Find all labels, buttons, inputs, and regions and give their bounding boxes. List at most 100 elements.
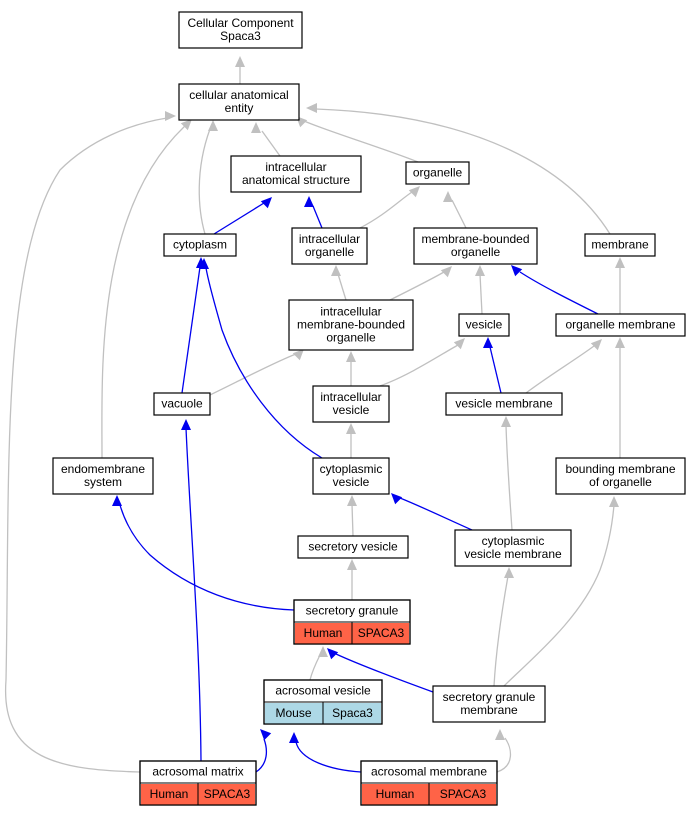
edge-cvm-vesmem	[501, 416, 513, 531]
node-bmo-box	[555, 457, 686, 495]
edge-acrmat-vacuole-arrowhead	[181, 419, 191, 430]
edge-iorg-organelle-line	[359, 191, 413, 229]
edge-endo-cae-line	[101, 124, 187, 459]
edge-organelle-cae	[296, 116, 419, 163]
edge-cytoplasm-cae	[198, 120, 218, 235]
graph-edges	[5, 56, 625, 773]
edge-cvm-vesmem-line	[505, 424, 513, 531]
node-vesmem-label-line: vesicle membrane	[455, 397, 553, 411]
species-cell	[295, 623, 352, 644]
gene-label: Spaca3	[332, 706, 373, 720]
edge-vesmem-vesicle-line	[489, 346, 502, 394]
gene-cell	[352, 623, 409, 644]
edge-cytoplasm-cae-arrowhead	[208, 120, 218, 131]
node-iorg-label-line: intracellular	[299, 232, 360, 246]
edge-sgm-bmo-line	[503, 504, 615, 687]
node-sgm-label-line: membrane	[460, 703, 518, 717]
node-cytves-label-line: cytoplasmic	[320, 462, 383, 476]
edge-endo-cae	[101, 119, 192, 459]
edge-ias-cae-arrowhead	[251, 122, 261, 133]
gene-cell	[198, 784, 255, 805]
node-membrane[interactable]: membrane	[584, 233, 656, 257]
edge-vesmem-orgmem-arrowhead	[590, 339, 602, 351]
edge-imbo-iorg-line	[337, 273, 347, 301]
edge-acrmem-sgm	[495, 729, 512, 773]
edge-vesmem-vesicle	[483, 337, 502, 394]
gene-label: SPACA3	[358, 626, 405, 640]
edge-vesicle-mbo-arrowhead	[475, 265, 485, 276]
node-organelle[interactable]: organelle	[405, 161, 470, 185]
edge-acrmem-sgm-line	[496, 737, 512, 773]
edge-imbo-mbo-arrowhead	[440, 266, 452, 278]
node-cytoplasm-label-line: cytoplasm	[173, 238, 227, 252]
edge-acrmat-vacuole	[181, 419, 202, 762]
edge-acrmat-cae-arrowhead	[165, 111, 176, 121]
edge-orgmem-mbo-arrowhead	[511, 265, 523, 277]
node-organelle-label-line: organelle	[413, 166, 463, 180]
edge-secves-cytves-line	[351, 503, 354, 537]
species-cell	[141, 784, 198, 805]
node-mbo-label-line: membrane-bounded	[421, 232, 529, 246]
edge-vacuole-imbo	[209, 349, 304, 396]
edge-iorg-organelle-arrowhead	[408, 186, 420, 198]
edge-acrves-secgran-line	[309, 654, 321, 681]
edge-acrves-secgran	[309, 646, 328, 681]
node-vacuole[interactable]: vacuole	[153, 392, 211, 416]
node-membrane-box	[584, 233, 656, 257]
edge-membrane-cae-arrowhead	[306, 103, 317, 113]
node-vesicle[interactable]: vesicle	[458, 313, 510, 337]
node-cytoplasm[interactable]: cytoplasm	[163, 233, 237, 257]
node-secves[interactable]: secretory vesicle	[297, 535, 409, 559]
edge-secgran-secves	[347, 559, 357, 600]
node-cvm-label-line: cytoplasmic	[482, 534, 545, 548]
edge-cytoplasm-cae-line	[198, 128, 211, 235]
node-endo-label-line: system	[84, 475, 122, 489]
edge-mbo-organelle	[443, 191, 467, 229]
edge-iorg-organelle	[359, 186, 420, 229]
node-cae-label-line: entity	[225, 101, 254, 115]
edge-secgran-endo-line	[119, 504, 295, 611]
node-root-label-line: Cellular Component	[187, 16, 294, 30]
edge-cytves-ivesicle	[346, 423, 356, 458]
node-sgm-label-line: secretory granule	[443, 690, 536, 704]
edge-cytves-ivesicle-arrowhead	[346, 423, 356, 434]
edge-cae-root	[235, 56, 245, 84]
edge-imbo-mbo-line	[389, 271, 445, 301]
node-orgmem[interactable]: organelle membrane	[555, 313, 686, 337]
edge-cvm-vesmem-arrowhead	[501, 416, 511, 427]
node-imbo-label-line: organelle	[326, 331, 376, 345]
node-imbo-label-line: intracellular	[320, 305, 381, 319]
edge-bmo-orgmem	[615, 337, 625, 458]
edge-cytoplasm-ias-arrowhead	[260, 197, 272, 209]
edge-vacuole-imbo-line	[209, 353, 297, 396]
node-vacuole-box	[153, 392, 211, 416]
edge-iorg-ias-arrowhead	[304, 196, 314, 207]
node-imbo-box	[288, 299, 414, 351]
node-vesmem[interactable]: vesicle membrane	[445, 392, 563, 416]
node-mbo-box	[413, 227, 538, 265]
edge-sgm-cvm-arrowhead	[504, 567, 514, 578]
edge-orgmem-membrane	[615, 257, 625, 314]
edge-imbo-iorg	[331, 265, 347, 301]
node-root-box	[178, 11, 303, 49]
species-label: Human	[376, 787, 415, 801]
node-vesicle-label-line: vesicle	[466, 318, 503, 332]
edge-imbo-iorg-arrowhead	[331, 265, 341, 276]
edge-secgran-secves-arrowhead	[347, 559, 357, 570]
